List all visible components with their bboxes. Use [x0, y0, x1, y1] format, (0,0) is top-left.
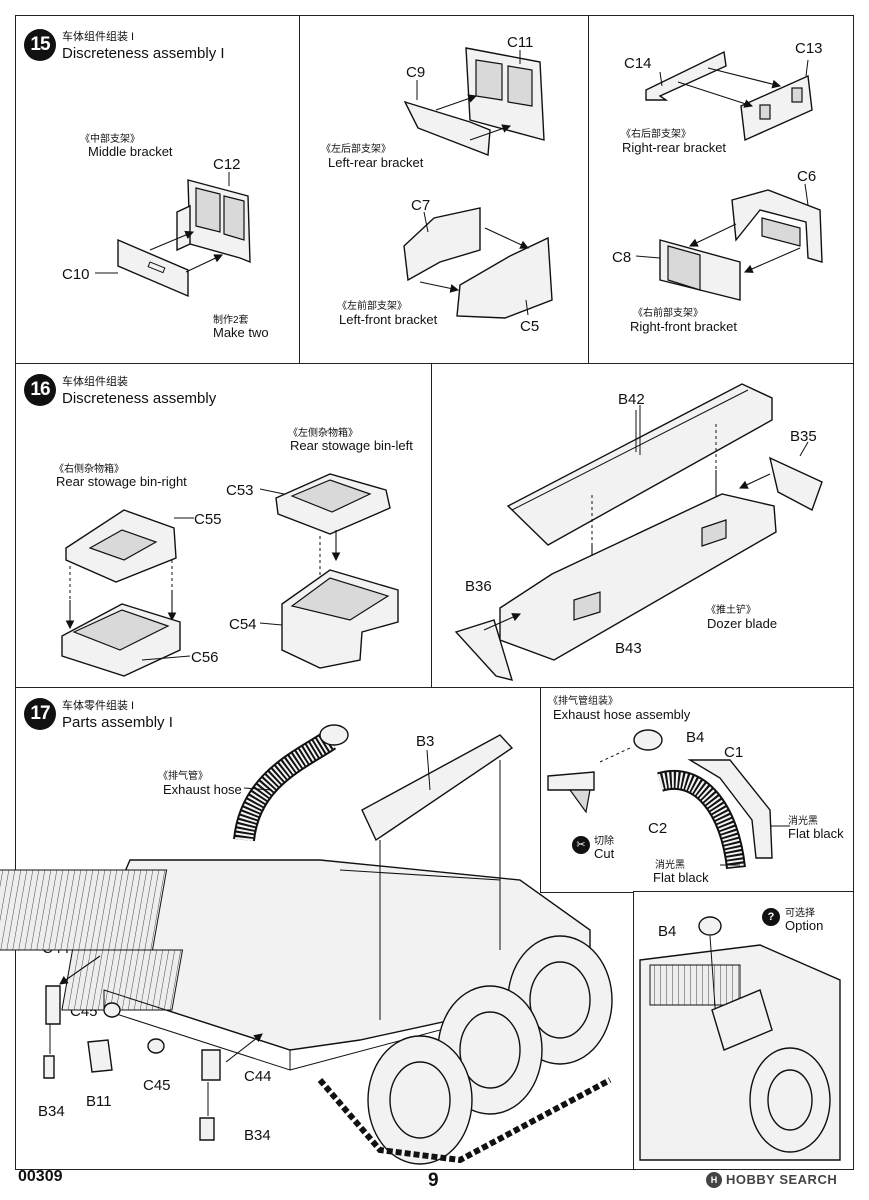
hull-drawing: [0, 724, 613, 1165]
step-title-cn: 车体组件组装 I: [62, 31, 135, 43]
part-label: C53: [226, 482, 254, 499]
part-label: C44: [244, 1068, 272, 1085]
step-number-badge: 17: [24, 698, 56, 730]
part-label: C13: [795, 40, 823, 57]
part-label: B43: [615, 640, 642, 657]
part-label: C10: [62, 266, 90, 283]
part-name-en: Dozer blade: [707, 616, 778, 631]
part-label: B34: [244, 1127, 271, 1144]
part-name-en: Rear stowage bin-left: [290, 438, 413, 453]
cut-label-cn: 切除: [594, 836, 614, 847]
part-name-en: Right-front bracket: [630, 319, 737, 334]
part-name-cn: 《左侧杂物箱》: [288, 428, 358, 439]
part-label: B3: [416, 733, 435, 750]
option-label-en: Option: [785, 918, 824, 933]
part-label: B34: [38, 1103, 65, 1120]
part-name-en: Exhaust hose assembly: [553, 707, 691, 722]
step-title-en: Discreteness assembly I: [62, 45, 225, 62]
part-label: C12: [213, 156, 241, 173]
step-title-en: Parts assembly I: [62, 714, 173, 731]
step15-panel-left: [299, 15, 590, 365]
cut-label-en: Cut: [594, 846, 615, 861]
stowage-bin-right-drawing: [61, 509, 194, 677]
paint-note-cn: 消光黑: [788, 816, 818, 827]
part-name-en: Rear stowage bin-right: [56, 474, 187, 489]
part-label: C5: [520, 318, 540, 335]
step-number-badge: 16: [24, 374, 56, 406]
watermark: HOBBY SEARCH: [726, 1172, 838, 1187]
product-code: 00309: [18, 1168, 63, 1185]
part-label: C54: [229, 616, 257, 633]
part-label: B4: [686, 729, 705, 746]
part-label: B35: [790, 428, 817, 445]
part-label: C14: [624, 55, 652, 72]
part-name-cn: 《右侧杂物箱》: [54, 464, 124, 475]
part-label: C6: [797, 168, 817, 185]
step15-panel-middle: [15, 15, 301, 365]
left-rear-bracket-drawing: [403, 47, 545, 156]
step-title-cn: 车体组件组装: [62, 376, 128, 388]
part-label: C2: [648, 820, 668, 837]
part-name-cn: 《左前部支架》: [337, 301, 407, 312]
part-name-cn: 《排气管组装》: [548, 696, 618, 707]
part-name-en: Exhaust hose: [163, 782, 242, 797]
part-name-cn: 《右后部支架》: [621, 129, 691, 140]
step-number-badge: 15: [24, 29, 56, 61]
hobby-search-logo-icon: H: [706, 1172, 722, 1188]
step-title-en: Discreteness assembly: [62, 390, 217, 407]
part-name-cn: 《左后部支架》: [321, 144, 391, 155]
left-front-bracket-drawing: [403, 207, 553, 319]
part-name-cn: 《排气管》: [158, 771, 208, 782]
part-label: B36: [465, 578, 492, 595]
option-detail-drawing: [639, 916, 841, 1161]
exhaust-subassembly-drawing: [547, 729, 790, 870]
part-label: C11: [507, 34, 534, 51]
scissors-icon: ✂: [572, 836, 590, 854]
option-label-cn: 可选择: [785, 908, 815, 919]
middle-bracket-drawing: [95, 172, 251, 298]
paint-note-cn: 消光黑: [655, 860, 685, 871]
step-title-cn: 车体零件组装 I: [62, 700, 135, 712]
part-label: C9: [406, 64, 426, 81]
part-label: B4: [658, 923, 677, 940]
paint-note-en: Flat black: [788, 826, 844, 841]
dozer-blade-drawing: [454, 383, 823, 681]
part-name-en: Left-rear bracket: [328, 155, 424, 170]
page-number: 9: [428, 1170, 439, 1191]
part-name-cn: 《推土铲》: [706, 605, 756, 616]
paint-note-en: Flat black: [653, 870, 709, 885]
part-label: C45: [143, 1077, 171, 1094]
right-rear-bracket-drawing: [645, 50, 813, 142]
part-label: B42: [618, 391, 645, 408]
part-label: C56: [191, 649, 219, 666]
part-label: C8: [612, 249, 632, 266]
part-name-cn: 《中部支架》: [80, 134, 140, 145]
part-name-en: Left-front bracket: [339, 312, 438, 327]
part-name-cn: 《右前部支架》: [633, 308, 703, 319]
note-cn: 制作2套: [213, 315, 249, 326]
part-name-en: Right-rear bracket: [622, 140, 727, 155]
part-label: C7: [411, 197, 431, 214]
part-name-en: Middle bracket: [88, 144, 173, 159]
part-label: C55: [194, 511, 222, 528]
right-front-bracket-drawing: [635, 183, 823, 301]
question-icon: ?: [762, 908, 780, 926]
note-en: Make two: [213, 325, 269, 340]
stowage-bin-left-drawing: [259, 473, 399, 669]
part-label: C1: [724, 744, 744, 761]
part-label: B11: [86, 1093, 112, 1110]
